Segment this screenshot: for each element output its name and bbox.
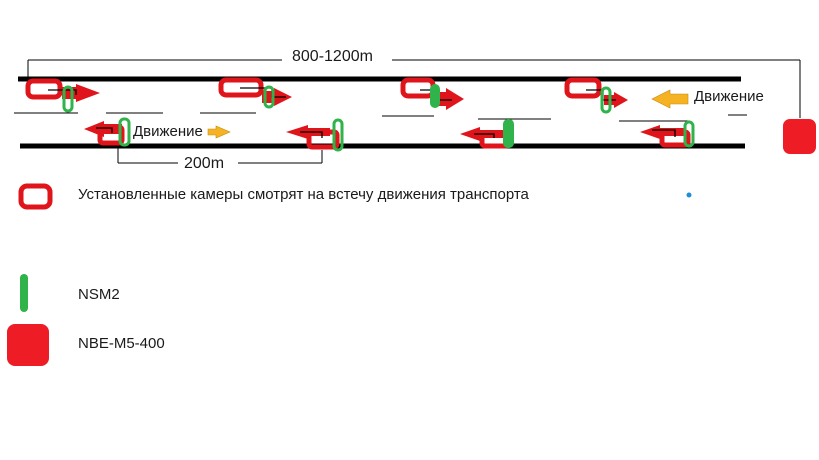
unit-top-1 <box>25 78 100 113</box>
sensor-icon <box>62 85 74 113</box>
traffic-arrow-right-icon <box>207 125 231 139</box>
legend-gateway-icon <box>7 324 49 366</box>
camera-pointer <box>48 89 77 95</box>
sensor-icon <box>683 120 695 148</box>
camera-pointer <box>474 133 495 138</box>
legend-gateway-label: NBE-M5-400 <box>78 335 165 352</box>
camera-icon <box>306 129 340 150</box>
sensor-icon <box>430 84 440 108</box>
unit-bottom-2 <box>286 118 344 152</box>
camera-pointer <box>300 131 323 138</box>
traffic-direction-label-left: Движение <box>133 123 203 140</box>
sensor-icon <box>118 117 131 147</box>
sensor-icon <box>503 119 514 148</box>
legend-sensor-label: NSM2 <box>78 286 120 303</box>
span-distance-label: 800-1200m <box>292 48 373 65</box>
traffic-direction-label-right: Движение <box>694 88 764 105</box>
sensor-icon <box>600 86 612 114</box>
marker-dot <box>686 192 692 198</box>
unit-bottom-3 <box>460 119 514 149</box>
camera-icon <box>400 77 436 99</box>
span-dimension-line <box>27 59 801 118</box>
unit-top-2 <box>218 77 292 109</box>
unit-top-3 <box>400 77 464 110</box>
legend-sensor-icon <box>20 274 28 312</box>
spacing-dimension-line <box>117 145 323 164</box>
camera-icon <box>25 78 63 100</box>
unit-bottom-4 <box>640 120 695 148</box>
legend-camera-icon <box>18 183 53 210</box>
unit-top-4 <box>564 77 628 114</box>
gateway-icon <box>783 119 816 154</box>
legend-camera-label: Установленные камеры смотрят на встечу д… <box>78 186 529 203</box>
lane-divider <box>14 112 747 122</box>
camera-icon <box>97 124 125 146</box>
unit-bottom-1 <box>84 117 131 147</box>
camera-icon <box>564 77 602 99</box>
sensor-icon <box>332 118 344 152</box>
traffic-arrow-left-icon <box>651 89 689 109</box>
sensor-icon <box>263 85 275 109</box>
camera-pointer <box>652 129 676 137</box>
spacing-distance-label: 200m <box>184 155 225 172</box>
camera-pointer <box>96 127 113 133</box>
